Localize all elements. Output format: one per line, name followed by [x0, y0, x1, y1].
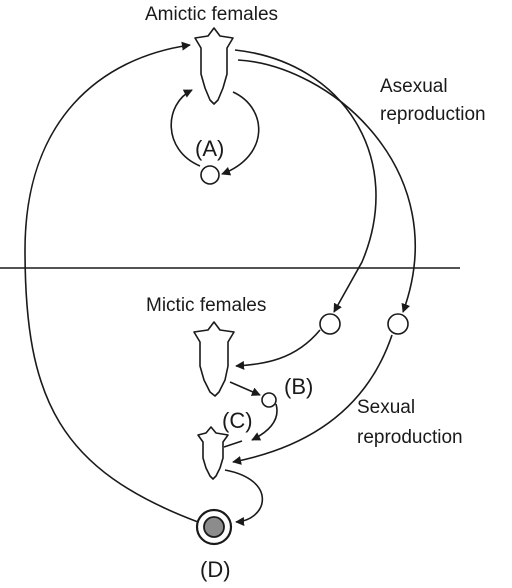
amictic-loop-to-female-arrow: [170, 89, 201, 167]
mictic-female-to-egg-b-arrow: [229, 381, 261, 396]
amictic-to-male-egg-arrow: [237, 59, 416, 313]
sexual-label-line1: Sexual: [357, 397, 415, 418]
haploid-egg-icon: [261, 392, 277, 408]
mictic-females-label: Mictic females: [146, 295, 266, 316]
male-to-resting-egg-arrow: [224, 469, 264, 526]
marker-c: (C): [222, 408, 253, 433]
mictic-female-rotifer-icon: [193, 321, 235, 397]
marker-b: (B): [284, 374, 313, 399]
amictic-loop-to-egg-arrow: [221, 91, 260, 176]
male-rotifer-icon: [197, 426, 229, 480]
sexual-label-line2: reproduction: [357, 427, 463, 448]
mictic-egg-to-female-arrow: [235, 329, 321, 370]
marker-d: (D): [200, 557, 231, 582]
resting-egg-icon: [195, 508, 233, 546]
amictic-to-mictic-egg-arrow: [234, 49, 377, 313]
asexual-label-line1: Asexual: [380, 76, 448, 97]
mating-link-line: [223, 440, 243, 448]
amictic-female-rotifer-icon: [194, 27, 234, 105]
asexual-label-line2: reproduction: [380, 104, 486, 125]
resting-egg-to-amictic-arrow: [24, 41, 199, 523]
male-egg-to-sexual-arrow: [232, 334, 393, 465]
amictic-egg-icon: [200, 165, 220, 185]
mictic-egg-icon: [319, 313, 341, 335]
male-egg-icon: [387, 313, 409, 335]
egg-b-to-male-arrow: [251, 403, 278, 441]
amictic-females-label: Amictic females: [145, 4, 278, 25]
marker-a: (A): [195, 136, 224, 161]
